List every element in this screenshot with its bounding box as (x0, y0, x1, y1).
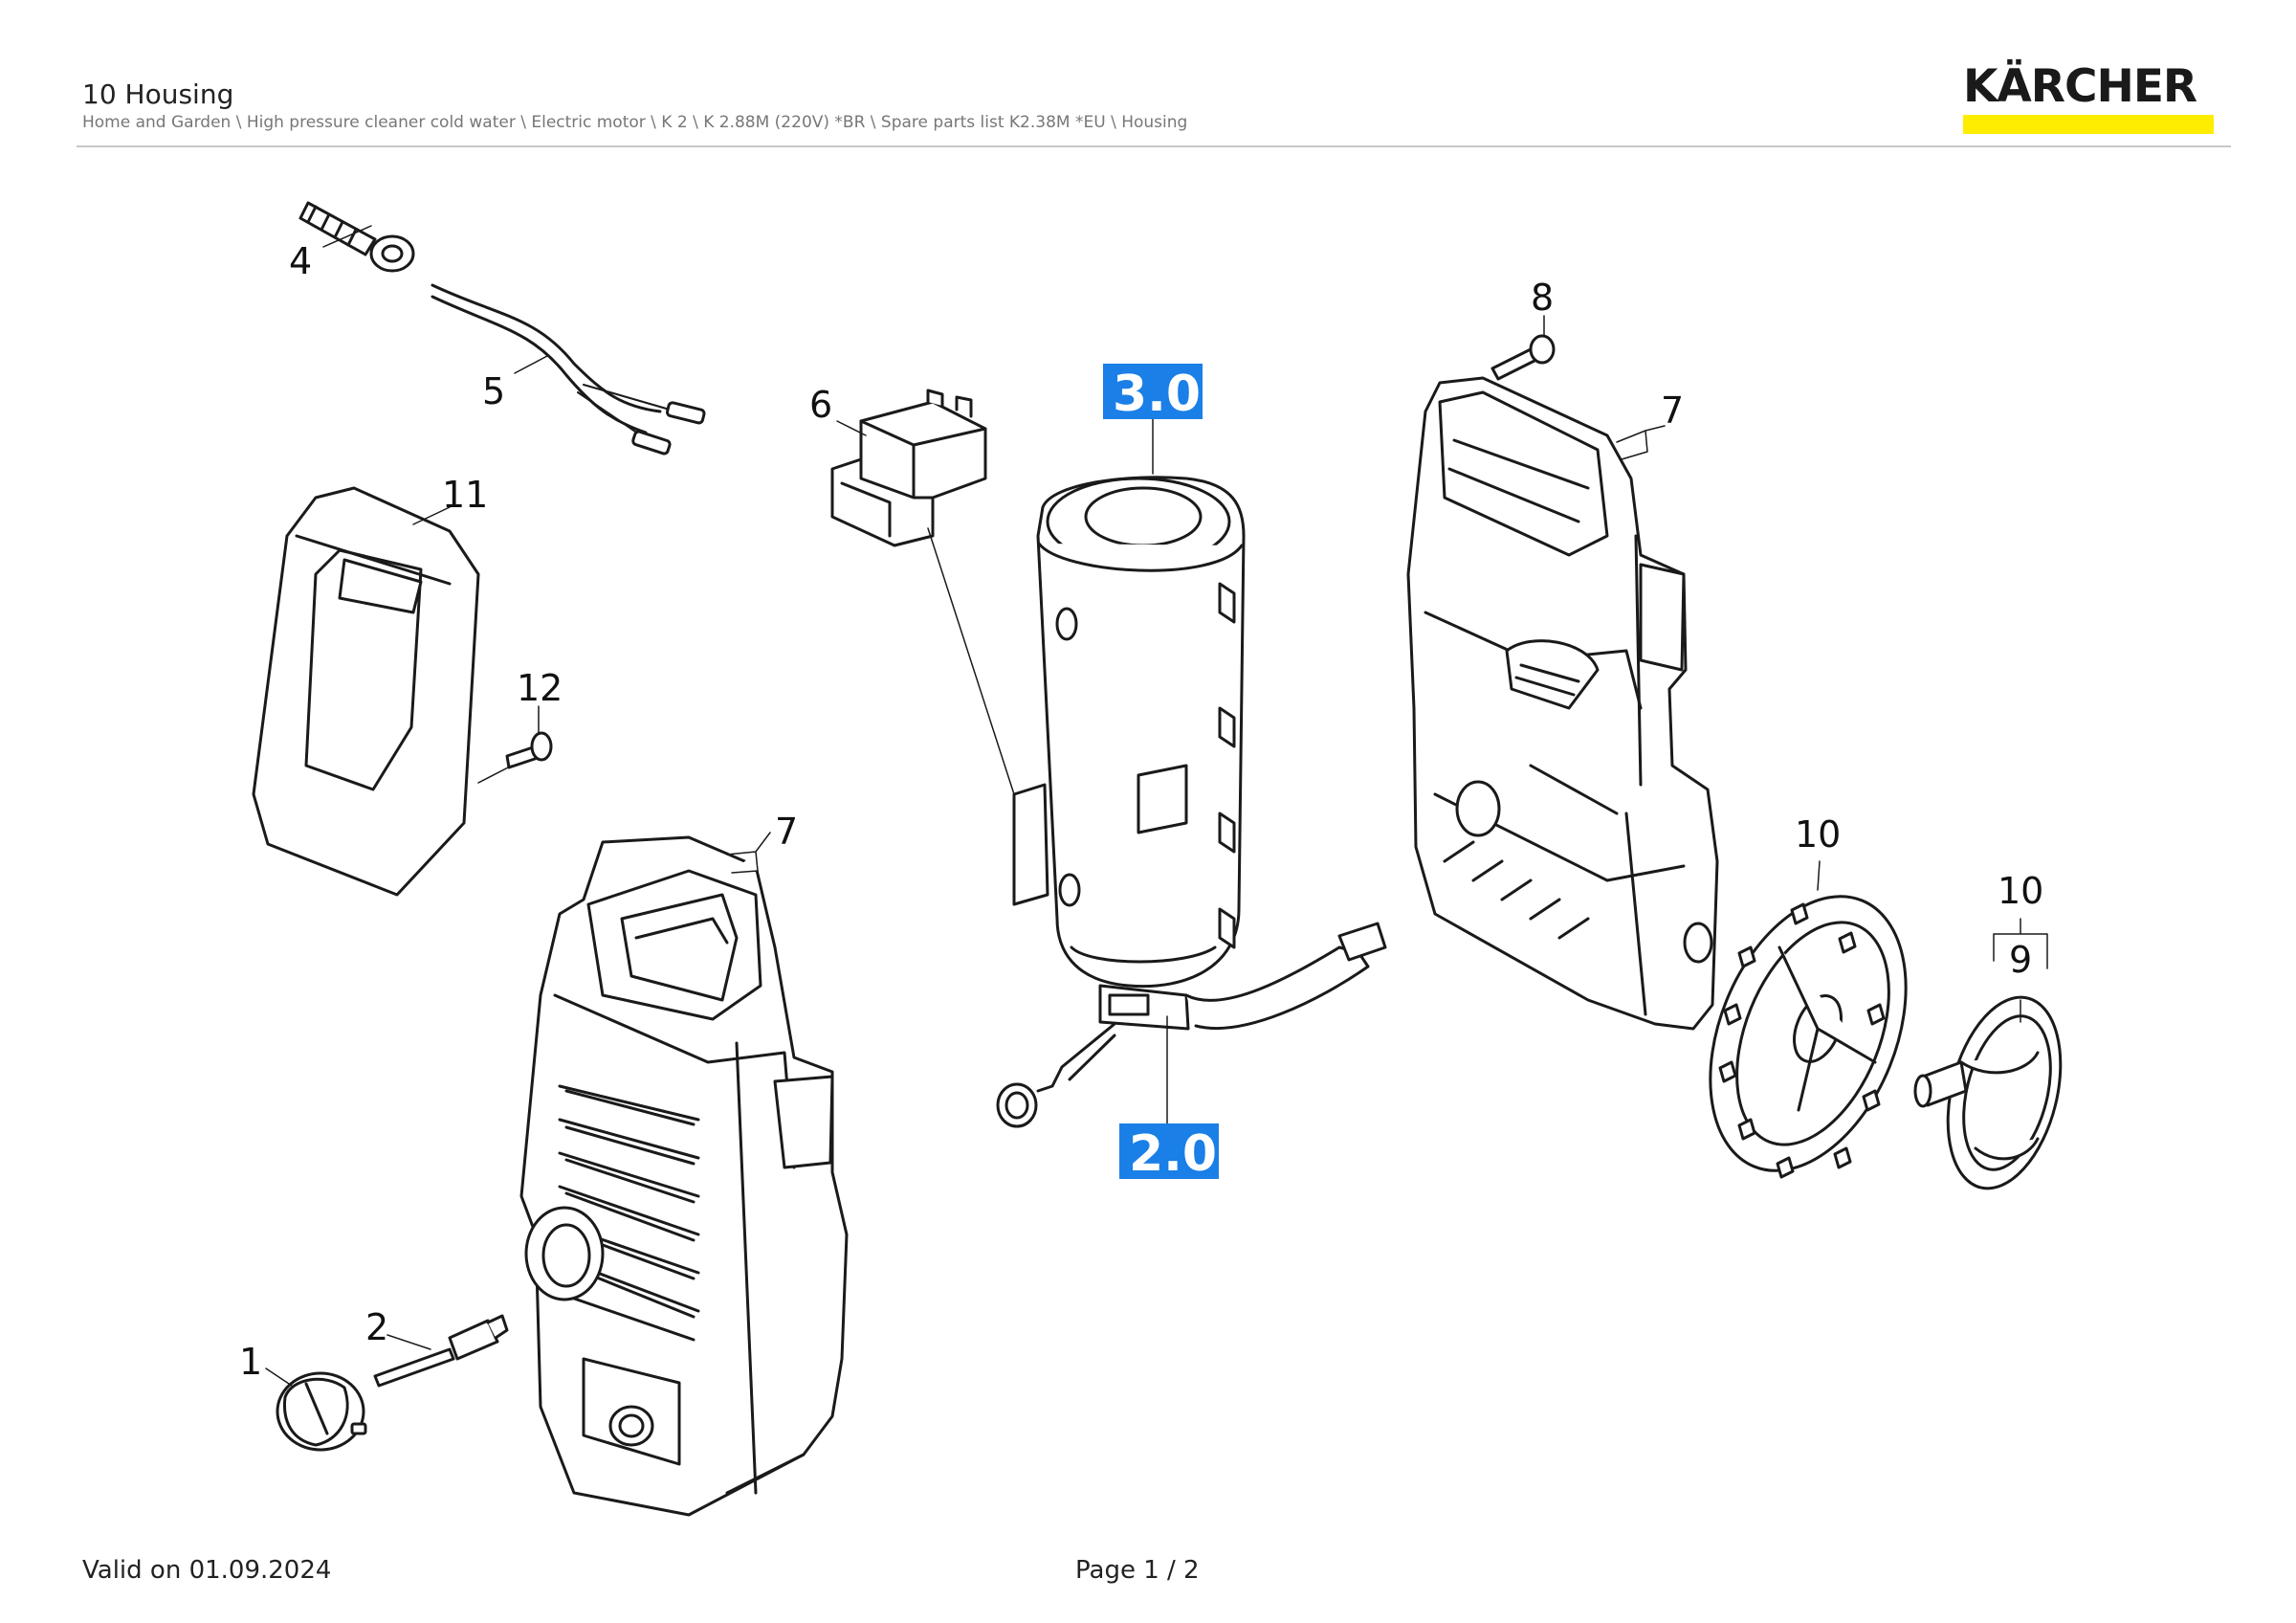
label-part-5: 5 (482, 370, 505, 412)
leader-line-11 (412, 506, 451, 525)
leader-line-4 (322, 225, 372, 248)
leader-line-5 (514, 355, 548, 374)
label-part-4: 4 (289, 240, 312, 282)
assembly-ref-3-0: 3.0 (1113, 366, 1201, 423)
brand-logo-bar (1963, 115, 2214, 134)
screw-part-4[interactable] (298, 201, 415, 273)
label-part-1: 1 (239, 1341, 262, 1383)
screw-part-12[interactable] (505, 731, 553, 769)
rear-housing-part-7[interactable] (1406, 376, 1719, 1031)
assembly-ref-badge-3-0[interactable]: 3.0 (1103, 364, 1203, 423)
valid-date: Valid on 01.09.2024 (82, 1556, 332, 1585)
leader-line-12 (477, 705, 540, 784)
leader-line-2 (386, 1334, 431, 1350)
label-part-9: 9 (2009, 939, 2032, 981)
leader-line-7-front (726, 832, 771, 874)
leader-line-7-rear (1616, 425, 1666, 460)
label-part-10-wheel: 10 (1795, 813, 1841, 856)
hubcap-part-9[interactable] (1913, 986, 2079, 1201)
label-part-10-hub: 10 (1998, 870, 2043, 912)
knob-part-1[interactable] (276, 1371, 367, 1452)
label-part-7-rear: 7 (1661, 389, 1684, 432)
label-part-8: 8 (1531, 277, 1554, 319)
page-indicator: Page 1 / 2 (1075, 1556, 1200, 1585)
bracket-part-6[interactable] (830, 389, 987, 547)
leader-line-9 (1993, 918, 2048, 1023)
breadcrumb[interactable]: Home and Garden \ High pressure cleaner … (82, 113, 1188, 132)
leader-line-6 (836, 420, 867, 436)
brand-logo-text: KÄRCHER (1963, 60, 2197, 113)
label-part-2: 2 (365, 1306, 388, 1348)
brand-logo: KÄRCHER (1963, 63, 2214, 134)
assembly-ref-badge-2-0[interactable]: 2.0 (1119, 1123, 1219, 1183)
rod-part-2[interactable] (373, 1314, 509, 1388)
header-divider (77, 145, 2231, 147)
assembly-ref-2-0: 2.0 (1129, 1125, 1217, 1183)
label-part-11: 11 (442, 474, 488, 516)
label-part-6: 6 (809, 384, 832, 426)
motor-assembly[interactable] (996, 476, 1387, 1128)
label-part-12: 12 (517, 667, 563, 709)
front-housing-part-7[interactable] (519, 835, 849, 1517)
leader-line-6-motor (927, 527, 1015, 795)
wheel-part-10[interactable] (1673, 867, 1944, 1199)
cable-part-5[interactable] (430, 283, 706, 456)
label-part-7-front: 7 (775, 811, 798, 853)
leader-line-10-wheel (1817, 860, 1821, 891)
page-title: 10 Housing (82, 78, 234, 110)
leader-line-1 (265, 1367, 293, 1387)
cover-part-11[interactable] (252, 486, 480, 897)
screw-part-8[interactable] (1490, 334, 1556, 381)
